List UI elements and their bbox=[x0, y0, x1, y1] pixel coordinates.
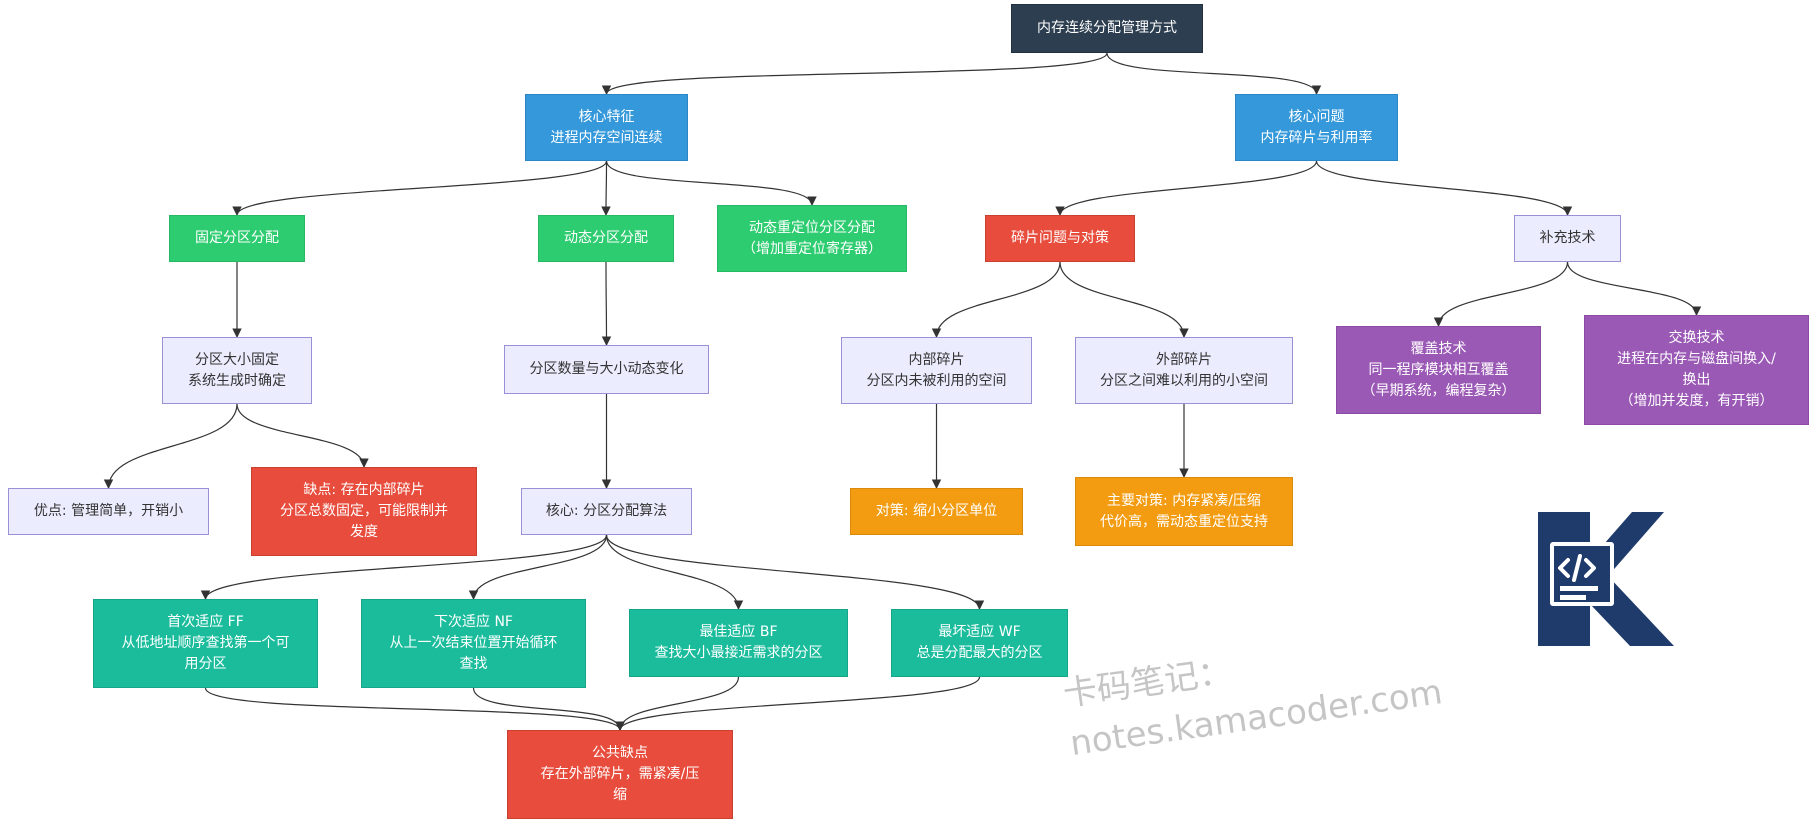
edge-core_problem-to-frag bbox=[1055, 160, 1318, 216]
node-text-line: 固定分区分配 bbox=[195, 230, 279, 246]
node-dynamic-partition: 动态分区分配 bbox=[538, 215, 674, 262]
edge-root-to-core_feature bbox=[601, 52, 1108, 95]
node-fixed-con: 缺点: 存在内部碎片分区总数固定，可能限制并发度 bbox=[251, 467, 477, 556]
node-text-line: 下次适应 NF bbox=[434, 614, 513, 630]
node-fixed-size: 分区大小固定系统生成时确定 bbox=[162, 337, 312, 404]
node-text-line: 发度 bbox=[350, 524, 378, 540]
node-dynamic-relocation: 动态重定位分区分配 （增加重定位寄存器） bbox=[717, 205, 907, 272]
node-core-feature: 核心特征进程内存空间连续 bbox=[525, 94, 688, 161]
node-supplement-tech: 补充技术 bbox=[1514, 215, 1621, 262]
node-text-line: 从上一次结束位置开始循环 bbox=[389, 635, 558, 651]
node-fixed-pro: 优点: 管理简单，开销小 bbox=[8, 488, 209, 535]
node-dynamic-size: 分区数量与大小动态变化 bbox=[504, 345, 709, 394]
node-text-line: 查找大小最接近需求的分区 bbox=[654, 645, 823, 661]
node-internal-countermeasure: 对策: 缩小分区单位 bbox=[850, 488, 1023, 535]
node-text-line: 动态重定位分区分配 bbox=[749, 219, 875, 236]
edge-frag-to-external bbox=[1059, 261, 1189, 338]
edge-core_feature-to-fixed bbox=[232, 160, 608, 216]
node-text-line: 碎片问题与对策 bbox=[1011, 230, 1109, 246]
node-swap-tech: 交换技术进程在内存与磁盘间换入/换出 （增加并发度，有开销） bbox=[1584, 315, 1809, 425]
node-text-line: 最佳适应 BF bbox=[699, 624, 778, 640]
node-text-line: 核心特征 bbox=[578, 108, 635, 125]
node-text-line: 公共缺点 bbox=[592, 745, 648, 761]
node-text-line: 主要对策: 内存紧凑/压缩 bbox=[1107, 492, 1261, 509]
node-core-problem: 核心问题内存碎片与利用率 bbox=[1235, 94, 1398, 161]
node-fixed-partition: 固定分区分配 bbox=[169, 215, 305, 262]
node-text-line: 总是分配最大的分区 bbox=[916, 645, 1043, 661]
node-text-line: 内部碎片 bbox=[908, 351, 965, 368]
node-text-line: 核心问题 bbox=[1288, 108, 1345, 125]
node-internal-fragment: 内部碎片分区内未被利用的空间 bbox=[841, 337, 1032, 404]
node-best-fit: 最佳适应 BF 查找大小最接近需求的分区 bbox=[629, 609, 848, 677]
node-text-line: （增加重定位寄存器） bbox=[742, 240, 882, 257]
edge-frag-to-internal bbox=[931, 261, 1061, 338]
edge-wf-to-common bbox=[615, 676, 981, 731]
node-text-line: 外部碎片 bbox=[1156, 351, 1212, 368]
node-text-line: 最坏适应 WF bbox=[938, 624, 1021, 640]
edge-supplement-to-overlay bbox=[1433, 261, 1569, 327]
node-text-line: 补充技术 bbox=[1539, 230, 1596, 246]
node-first-fit: 首次适应 FF 从低地址顺序查找第一个可用分区 bbox=[93, 599, 318, 688]
node-text-line: （早期系统，编程复杂） bbox=[1361, 382, 1516, 399]
node-allocation-algorithm: 核心: 分区分配算法 bbox=[521, 488, 692, 535]
node-text-line: 核心: 分区分配算法 bbox=[545, 503, 668, 519]
node-text-line: （增加并发度，有开销） bbox=[1619, 393, 1774, 409]
node-text-line: 内存碎片与利用率 bbox=[1260, 129, 1373, 146]
edge-fixed_size-to-pro bbox=[103, 403, 238, 489]
edge-algo-to-ff bbox=[200, 534, 608, 600]
edge-root-to-core_problem bbox=[1106, 52, 1322, 95]
node-text-line: 对策: 缩小分区单位 bbox=[875, 503, 998, 519]
node-text-line: 系统生成时确定 bbox=[188, 372, 286, 389]
node-external-countermeasure: 主要对策: 内存紧凑/压缩代价高，需动态重定位支持 bbox=[1075, 477, 1293, 546]
edge-algo-to-nf bbox=[468, 534, 608, 600]
edge-core_feature-to-dyn_reloc bbox=[605, 160, 817, 206]
node-text-line: 分区总数固定，可能限制并 bbox=[280, 503, 448, 519]
edge-supplement-to-swap bbox=[1566, 261, 1702, 316]
edge-core_problem-to-supplement bbox=[1315, 160, 1573, 216]
edge-algo-to-wf bbox=[605, 534, 985, 610]
edge-algo-to-bf bbox=[605, 534, 744, 610]
node-fragmentation: 碎片问题与对策 bbox=[985, 215, 1135, 262]
edge-fixed_size-to-con bbox=[236, 403, 369, 468]
node-text-line: 缩 bbox=[613, 787, 627, 803]
node-text-line: 用分区 bbox=[184, 656, 227, 672]
node-text-line: 存在外部碎片，需紧凑/压 bbox=[540, 766, 700, 782]
node-text-line: 缺点: 存在内部碎片 bbox=[303, 482, 425, 498]
node-external-fragment: 外部碎片分区之间难以利用的小空间 bbox=[1075, 337, 1293, 404]
edge-core_feature-to-dynamic bbox=[601, 160, 611, 216]
node-text-line: 代价高，需动态重定位支持 bbox=[1100, 513, 1268, 530]
node-text-line: 首次适应 FF bbox=[167, 614, 244, 630]
node-text-line: 分区之间难以利用的小空间 bbox=[1100, 372, 1268, 389]
node-text-line: 分区内未被利用的空间 bbox=[866, 372, 1007, 389]
node-text-line: 同一程序模块相互覆盖 bbox=[1368, 361, 1509, 378]
node-next-fit: 下次适应 NF 从上一次结束位置开始循环查找 bbox=[361, 599, 586, 688]
node-text-line: 内存连续分配管理方式 bbox=[1037, 20, 1177, 36]
node-text-line: 进程内存空间连续 bbox=[550, 129, 663, 146]
edge-nf-to-common bbox=[472, 687, 625, 731]
node-text-line: 交换技术 bbox=[1668, 330, 1725, 346]
edge-bf-to-common bbox=[615, 676, 740, 731]
code-document-k-logo-icon bbox=[1538, 512, 1674, 646]
node-text-line: 覆盖技术 bbox=[1410, 340, 1467, 357]
node-text-line: 进程在内存与磁盘间换入/ bbox=[1617, 351, 1776, 367]
edge-ff-to-common bbox=[204, 687, 625, 731]
root-node-memory-contiguous-allocation: 内存连续分配管理方式 bbox=[1011, 4, 1203, 53]
node-common-drawback: 公共缺点存在外部碎片，需紧凑/压缩 bbox=[507, 730, 733, 819]
node-text-line: 换出 bbox=[1682, 372, 1711, 388]
node-text-line: 查找 bbox=[459, 656, 488, 672]
node-overlay-tech: 覆盖技术同一程序模块相互覆盖 （早期系统，编程复杂） bbox=[1336, 326, 1541, 414]
node-text-line: 分区数量与大小动态变化 bbox=[529, 361, 684, 377]
edge-dynamic-to-dyn_size bbox=[601, 261, 612, 346]
node-worst-fit: 最坏适应 WF 总是分配最大的分区 bbox=[891, 609, 1068, 677]
node-text-line: 从低地址顺序查找第一个可 bbox=[121, 635, 290, 651]
node-text-line: 动态分区分配 bbox=[564, 230, 648, 246]
node-text-line: 优点: 管理简单，开销小 bbox=[33, 503, 184, 519]
node-text-line: 分区大小固定 bbox=[195, 351, 279, 368]
